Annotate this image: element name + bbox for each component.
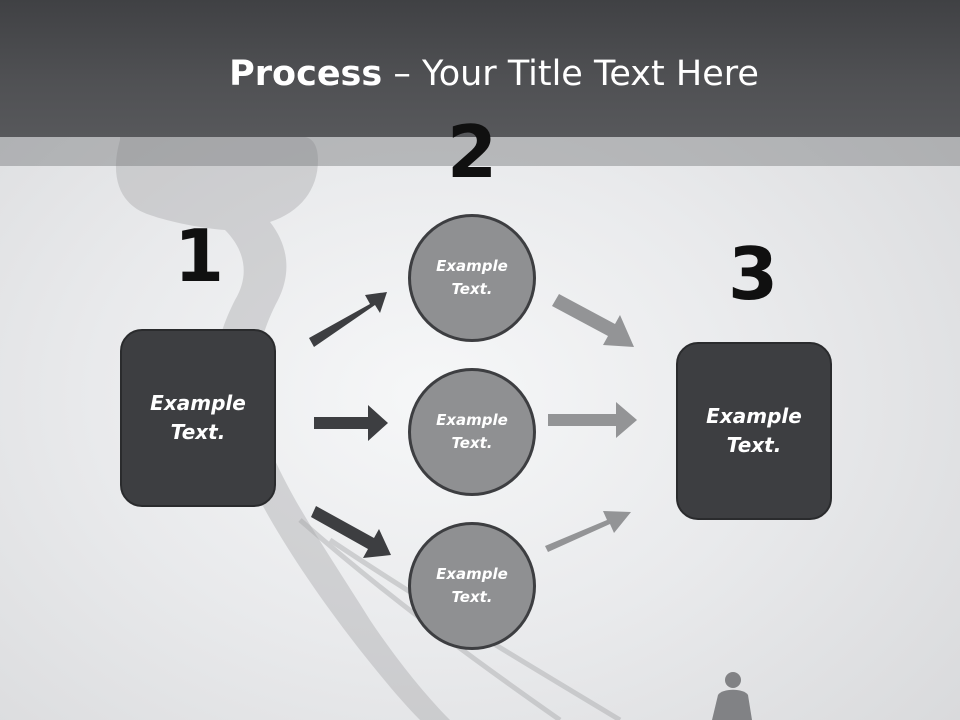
- arrow-middle-circle-to-right: [548, 402, 637, 438]
- process-box-start-text: Example Text.: [150, 391, 246, 444]
- slide-title: Process – Your Title Text Here: [0, 52, 960, 96]
- arrow-top-circle-to-right: [552, 294, 634, 347]
- process-box-end: Example Text.: [676, 342, 832, 520]
- arrow-left-to-middle-circle: [314, 405, 388, 441]
- process-circle-middle: Example Text.: [408, 368, 536, 496]
- step-number-3: 3: [727, 232, 779, 316]
- step-number-1: 1: [173, 214, 225, 298]
- light-arrows: [545, 294, 637, 552]
- title-rest: Your Title Text Here: [421, 54, 759, 94]
- process-circle-top-text: Example Text.: [436, 257, 508, 298]
- process-circle-middle-text: Example Text.: [436, 411, 508, 452]
- process-box-end-text: Example Text.: [706, 404, 802, 457]
- title-dash: –: [382, 54, 422, 94]
- process-circle-top: Example Text.: [408, 214, 536, 342]
- process-circle-bottom-text: Example Text.: [436, 565, 508, 606]
- title-underbar: [0, 137, 960, 166]
- arrow-bottom-circle-to-right: [545, 511, 631, 552]
- title-bar: [0, 0, 960, 137]
- dark-arrows: [309, 292, 391, 558]
- step-number-2: 2: [446, 110, 498, 194]
- title-bold: Process: [229, 54, 383, 94]
- process-box-start: Example Text.: [120, 329, 276, 507]
- process-circle-bottom: Example Text.: [408, 522, 536, 650]
- arrow-left-to-top-circle: [309, 292, 387, 347]
- arrow-left-to-bottom-circle: [311, 506, 391, 558]
